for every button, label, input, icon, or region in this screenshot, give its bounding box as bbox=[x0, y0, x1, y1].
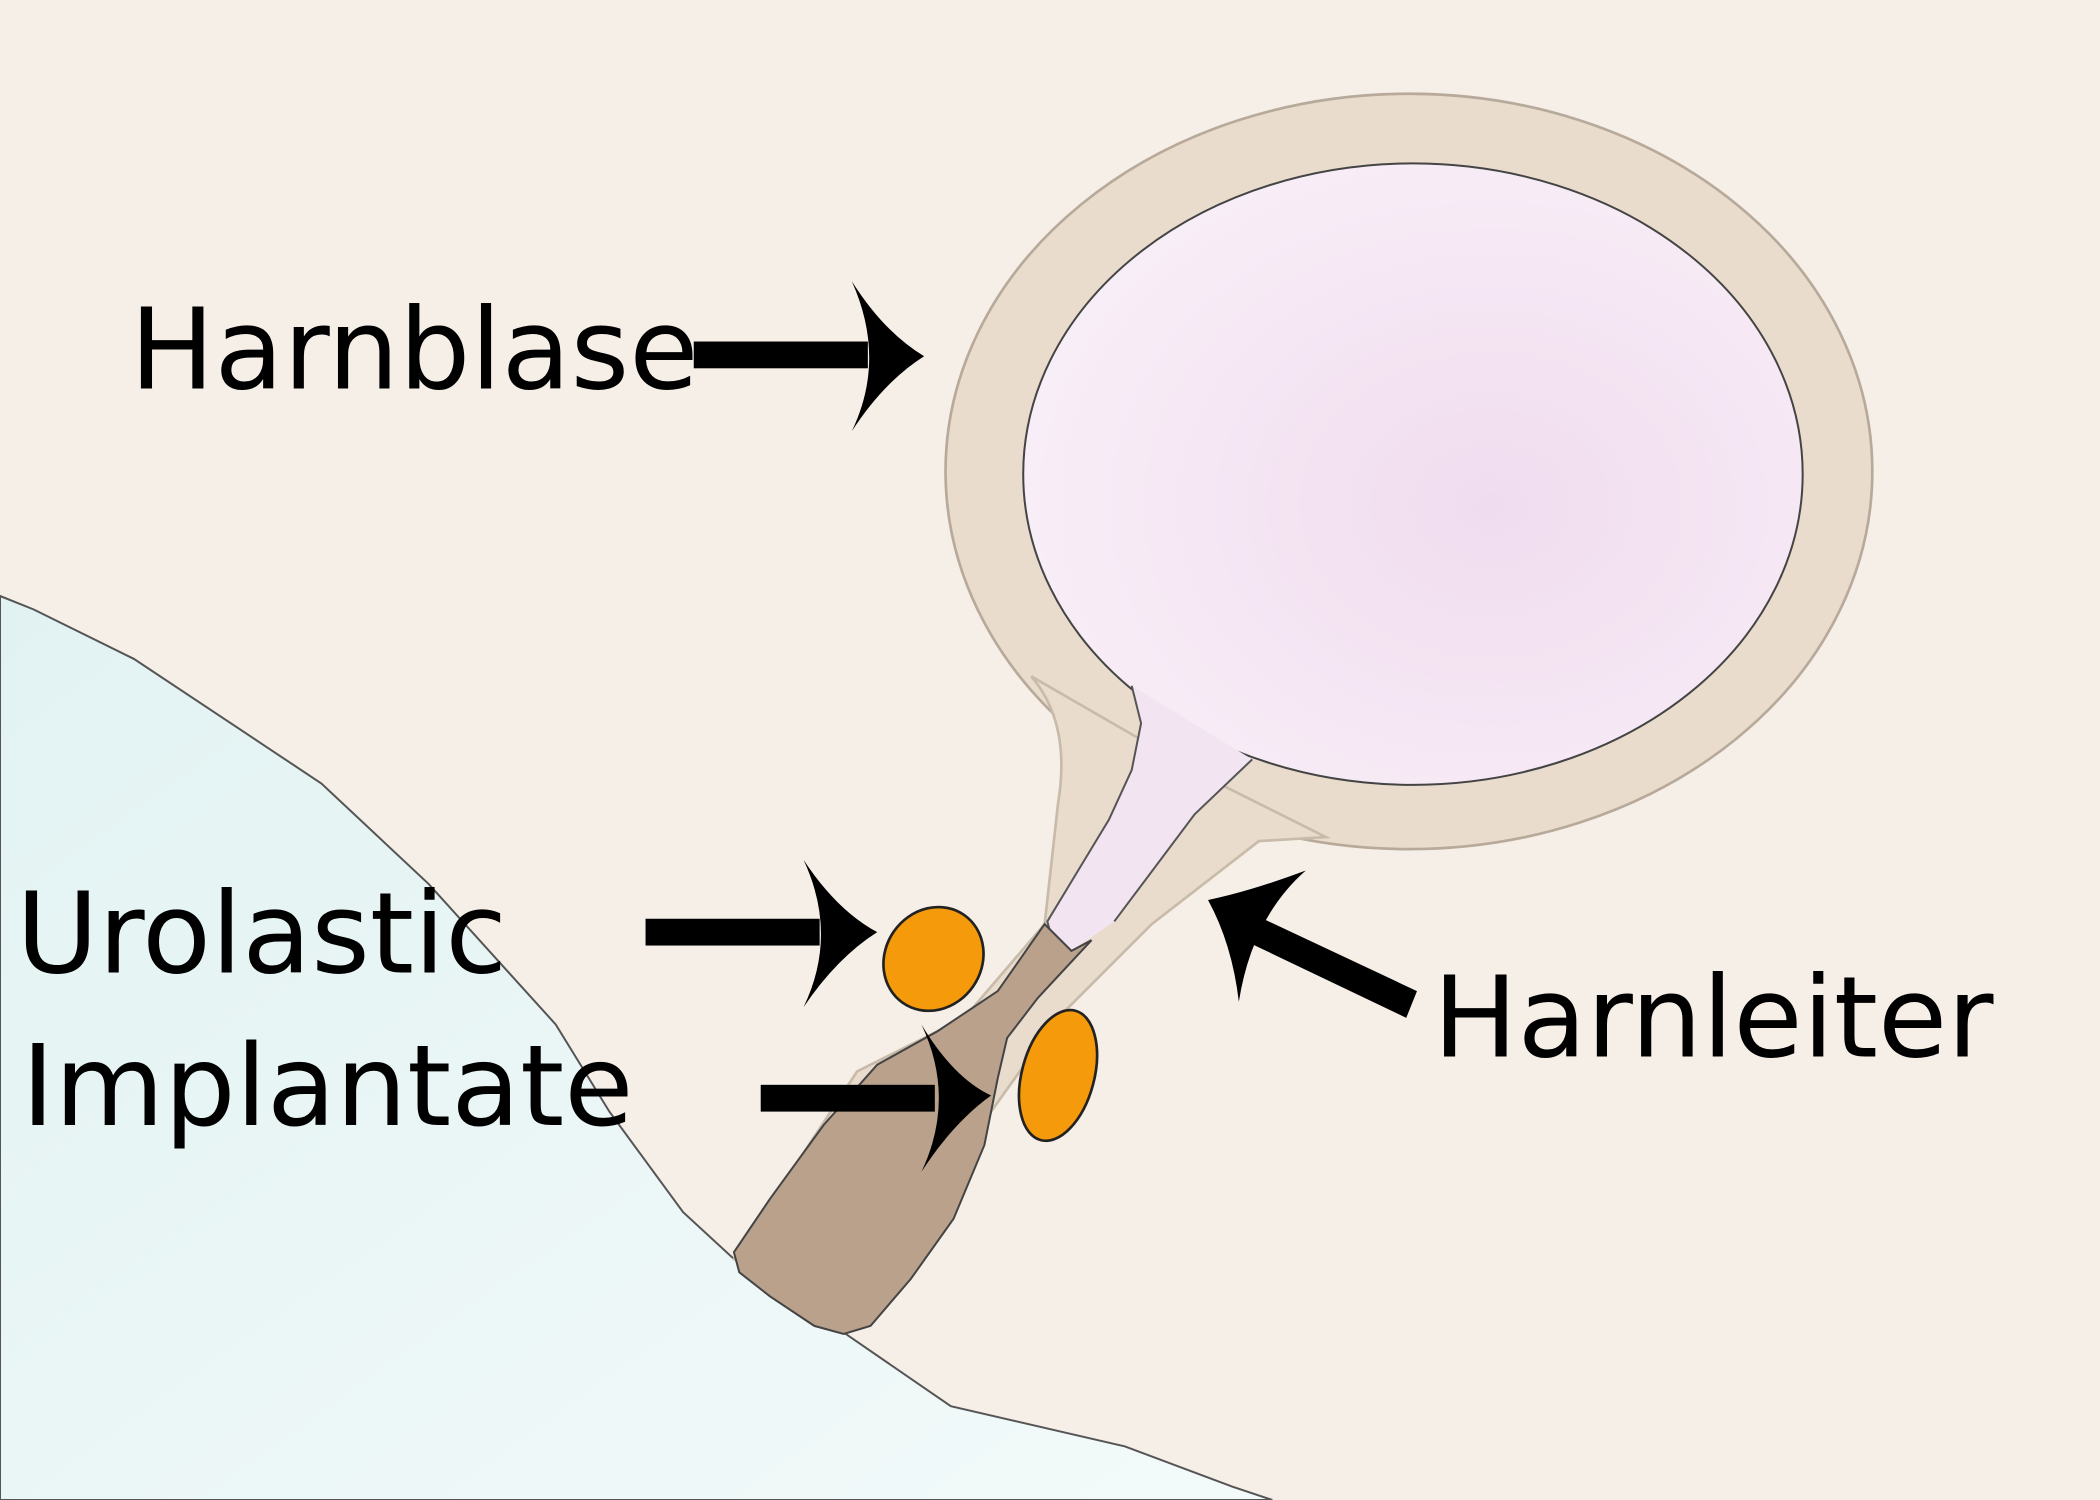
label-implantate: Implantate bbox=[21, 1021, 633, 1152]
arrow-implant-lower bbox=[760, 1024, 992, 1172]
implant-upper bbox=[882, 905, 985, 1013]
label-harnblase: Harnblase bbox=[130, 284, 699, 415]
pelvic-floor-region bbox=[0, 594, 1273, 1500]
arrow-harnleiter bbox=[1208, 870, 1417, 1018]
arrow-harnblase bbox=[693, 281, 925, 432]
bladder-lumen bbox=[1022, 162, 1804, 952]
arrow-implant-upper bbox=[645, 859, 878, 1008]
label-urolastic: Urolastic bbox=[16, 868, 507, 999]
implant-lower bbox=[1017, 1008, 1099, 1143]
label-harnleiter: Harnleiter bbox=[1433, 953, 1994, 1084]
